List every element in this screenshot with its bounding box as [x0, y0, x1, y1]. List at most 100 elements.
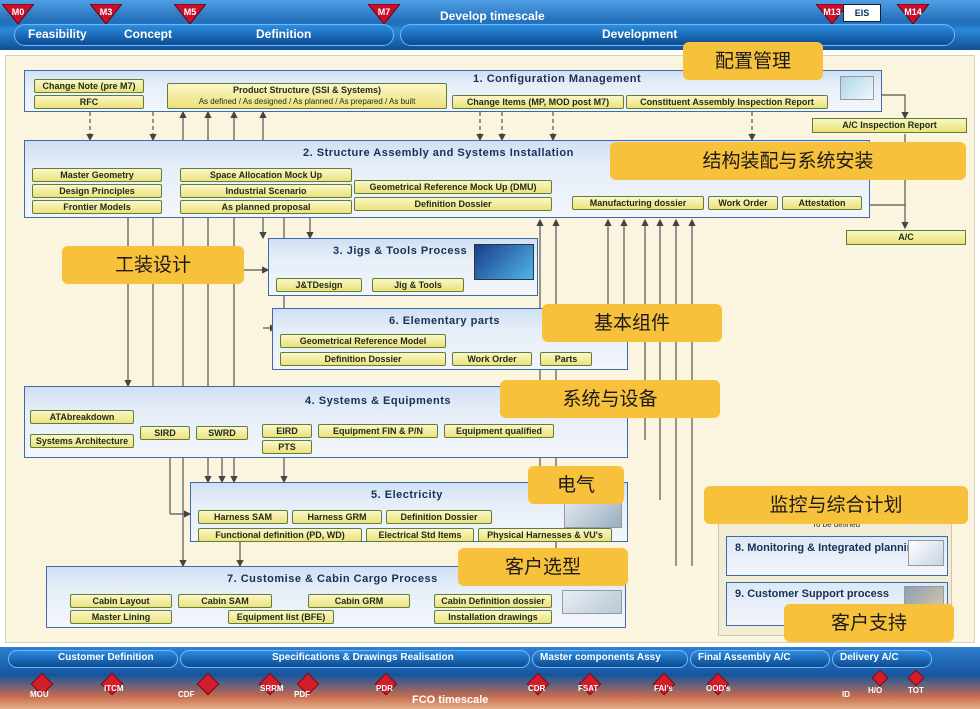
product-structure-subtitle: As defined / As designed / As planned / … [198, 97, 416, 106]
geo-ref-model-tag: Geometrical Reference Model [280, 334, 446, 348]
manufacturing-dossier-tag: Manufacturing dossier [572, 196, 704, 210]
milestone-diamond-icon [871, 669, 889, 687]
cn-label-jigs-tools: 工装设计 [62, 246, 244, 284]
bottom-phase-bar-4 [690, 650, 830, 668]
physical-harnesses-tag: Physical Harnesses & VU's [478, 528, 612, 542]
config-thumbnail [840, 76, 874, 100]
cabin-thumbnail [562, 590, 622, 614]
milestone-pdr-label: PDR [376, 684, 393, 693]
panel-title: 1. Configuration Management [473, 73, 642, 85]
panel-title: 2. Structure Assembly and Systems Instal… [303, 147, 574, 159]
swrd-tag: SWRD [196, 426, 248, 440]
space-allocation-tag: Space Allocation Mock Up [180, 168, 352, 182]
milestone-fais-label: FAI's [654, 684, 673, 693]
cn-label-elementary-parts: 基本组件 [542, 304, 722, 342]
industrial-scenario-tag: Industrial Scenario [180, 184, 352, 198]
phase-concept: Concept [124, 27, 172, 41]
attestation-tag: Attestation [782, 196, 862, 210]
dmu-tag: Geometrical Reference Mock Up (DMU) [354, 180, 552, 194]
systems-architecture-tag: Systems Architecture [30, 434, 134, 448]
milestone-fsat-label: FSAT [578, 684, 599, 693]
functional-definition-tag: Functional definition (PD, WD) [198, 528, 362, 542]
design-principles-tag: Design Principles [32, 184, 162, 198]
parts-tag: Parts [540, 352, 592, 366]
work-order-tag: Work Order [708, 196, 778, 210]
change-items-tag: Change Items (MP, MOD post M7) [452, 95, 624, 109]
cn-label-customer-support: 客户支持 [784, 604, 954, 642]
phase-master-components: Master components Assy [540, 652, 661, 663]
bottom-phase-bar-5 [832, 650, 932, 668]
phase-customer-definition: Customer Definition [58, 652, 154, 663]
cn-label-monitoring: 监控与综合计划 [704, 486, 968, 524]
milestone-id-label: ID [842, 690, 850, 699]
equipment-fin-tag: Equipment FIN & P/N [318, 424, 438, 438]
harness-grm-tag: Harness GRM [292, 510, 382, 524]
cn-label-electricity: 电气 [528, 466, 624, 504]
ac-box: A/C [846, 230, 966, 245]
change-note-tag: Change Note (pre M7) [34, 79, 144, 93]
milestone-m0: M0 [0, 3, 36, 25]
master-lining-tag: Master Lining [70, 610, 172, 624]
milestone-oods-label: OOD's [706, 684, 731, 693]
harness-sam-tag: Harness SAM [198, 510, 288, 524]
cn-label-configuration: 配置管理 [683, 42, 823, 80]
phase-final-assembly: Final Assembly A/C [698, 652, 791, 663]
milestone-cdr-label: CDR [528, 684, 546, 693]
definition-dossier-elec-tag: Definition Dossier [386, 510, 492, 524]
installation-drawings-tag: Installation drawings [434, 610, 552, 624]
equipment-list-tag: Equipment list (BFE) [228, 610, 334, 624]
customer-support-title: 9. Customer Support process [735, 588, 890, 600]
milestone-tot-label: TOT [908, 686, 924, 695]
panel-title: 6. Elementary parts [389, 315, 500, 327]
milestone-pdf-label: PDF [294, 690, 310, 699]
milestone-cdf [196, 672, 220, 696]
monitoring-title: 8. Monitoring & Integrated planning [735, 542, 921, 554]
milestone-m3: M3 [88, 3, 124, 25]
monitoring-thumbnail [908, 540, 944, 566]
electrical-std-items-tag: Electrical Std Items [366, 528, 474, 542]
milestone-tot [907, 669, 925, 687]
panel-title: 7. Customise & Cabin Cargo Process [227, 573, 438, 585]
phase-delivery: Delivery A/C [840, 652, 899, 663]
milestone-ho [871, 669, 889, 687]
phase-development: Development [602, 27, 678, 41]
product-structure-tag: Product Structure (SSI & Systems) As def… [167, 83, 447, 109]
develop-timescale-band: M0 M3 M5 M7 M13 EIS M14 Develop timescal… [0, 0, 980, 50]
master-geometry-tag: Master Geometry [32, 168, 162, 182]
eird-tag: EIRD [262, 424, 312, 438]
cabin-definition-dossier-tag: Cabin Definition dossier [434, 594, 552, 608]
product-structure-title: Product Structure (SSI & Systems) [232, 85, 382, 95]
cn-label-structure-assembly: 结构装配与系统安装 [610, 142, 966, 180]
milestone-srrm-label: SRRM [260, 684, 284, 693]
cabin-layout-tag: Cabin Layout [70, 594, 172, 608]
electricity-thumbnail [564, 500, 622, 528]
develop-timescale-title: Develop timescale [440, 9, 545, 23]
work-order-parts-tag: Work Order [452, 352, 532, 366]
bottom-phase-bar-3 [532, 650, 688, 668]
ata-breakdown-tag: ATAbreakdown [30, 410, 134, 424]
milestone-ho-label: H/O [868, 686, 883, 695]
milestone-mou-label: MOU [30, 690, 49, 699]
panel-title: 3. Jigs & Tools Process [333, 245, 468, 257]
top-phase-bar-left [14, 24, 394, 46]
to-be-defined-label: To be defined [812, 520, 861, 529]
milestone-m13: M13 [814, 3, 850, 25]
phase-definition: Definition [256, 27, 312, 41]
phase-specifications-drawings: Specifications & Drawings Realisation [272, 652, 454, 663]
milestone-m5: M5 [172, 3, 208, 25]
fco-timescale-title: FCO timescale [412, 694, 489, 706]
top-phase-bar-right [400, 24, 955, 46]
panel-title: 4. Systems & Equipments [305, 395, 451, 407]
ac-inspection-report-box: A/C Inspection Report [812, 118, 967, 133]
milestone-m14: M14 [895, 3, 931, 25]
jig-tools-tag: Jig & Tools [372, 278, 464, 292]
milestone-cdf-label: CDF [178, 690, 195, 699]
eis-box: EIS [843, 4, 881, 22]
constituent-report-tag: Constituent Assembly Inspection Report [626, 95, 828, 109]
milestone-diamond-icon [907, 669, 925, 687]
jigs-thumbnail [474, 244, 534, 280]
frontier-models-tag: Frontier Models [32, 200, 162, 214]
pts-tag: PTS [262, 440, 312, 454]
cabin-grm-tag: Cabin GRM [308, 594, 410, 608]
cabin-sam-tag: Cabin SAM [178, 594, 272, 608]
